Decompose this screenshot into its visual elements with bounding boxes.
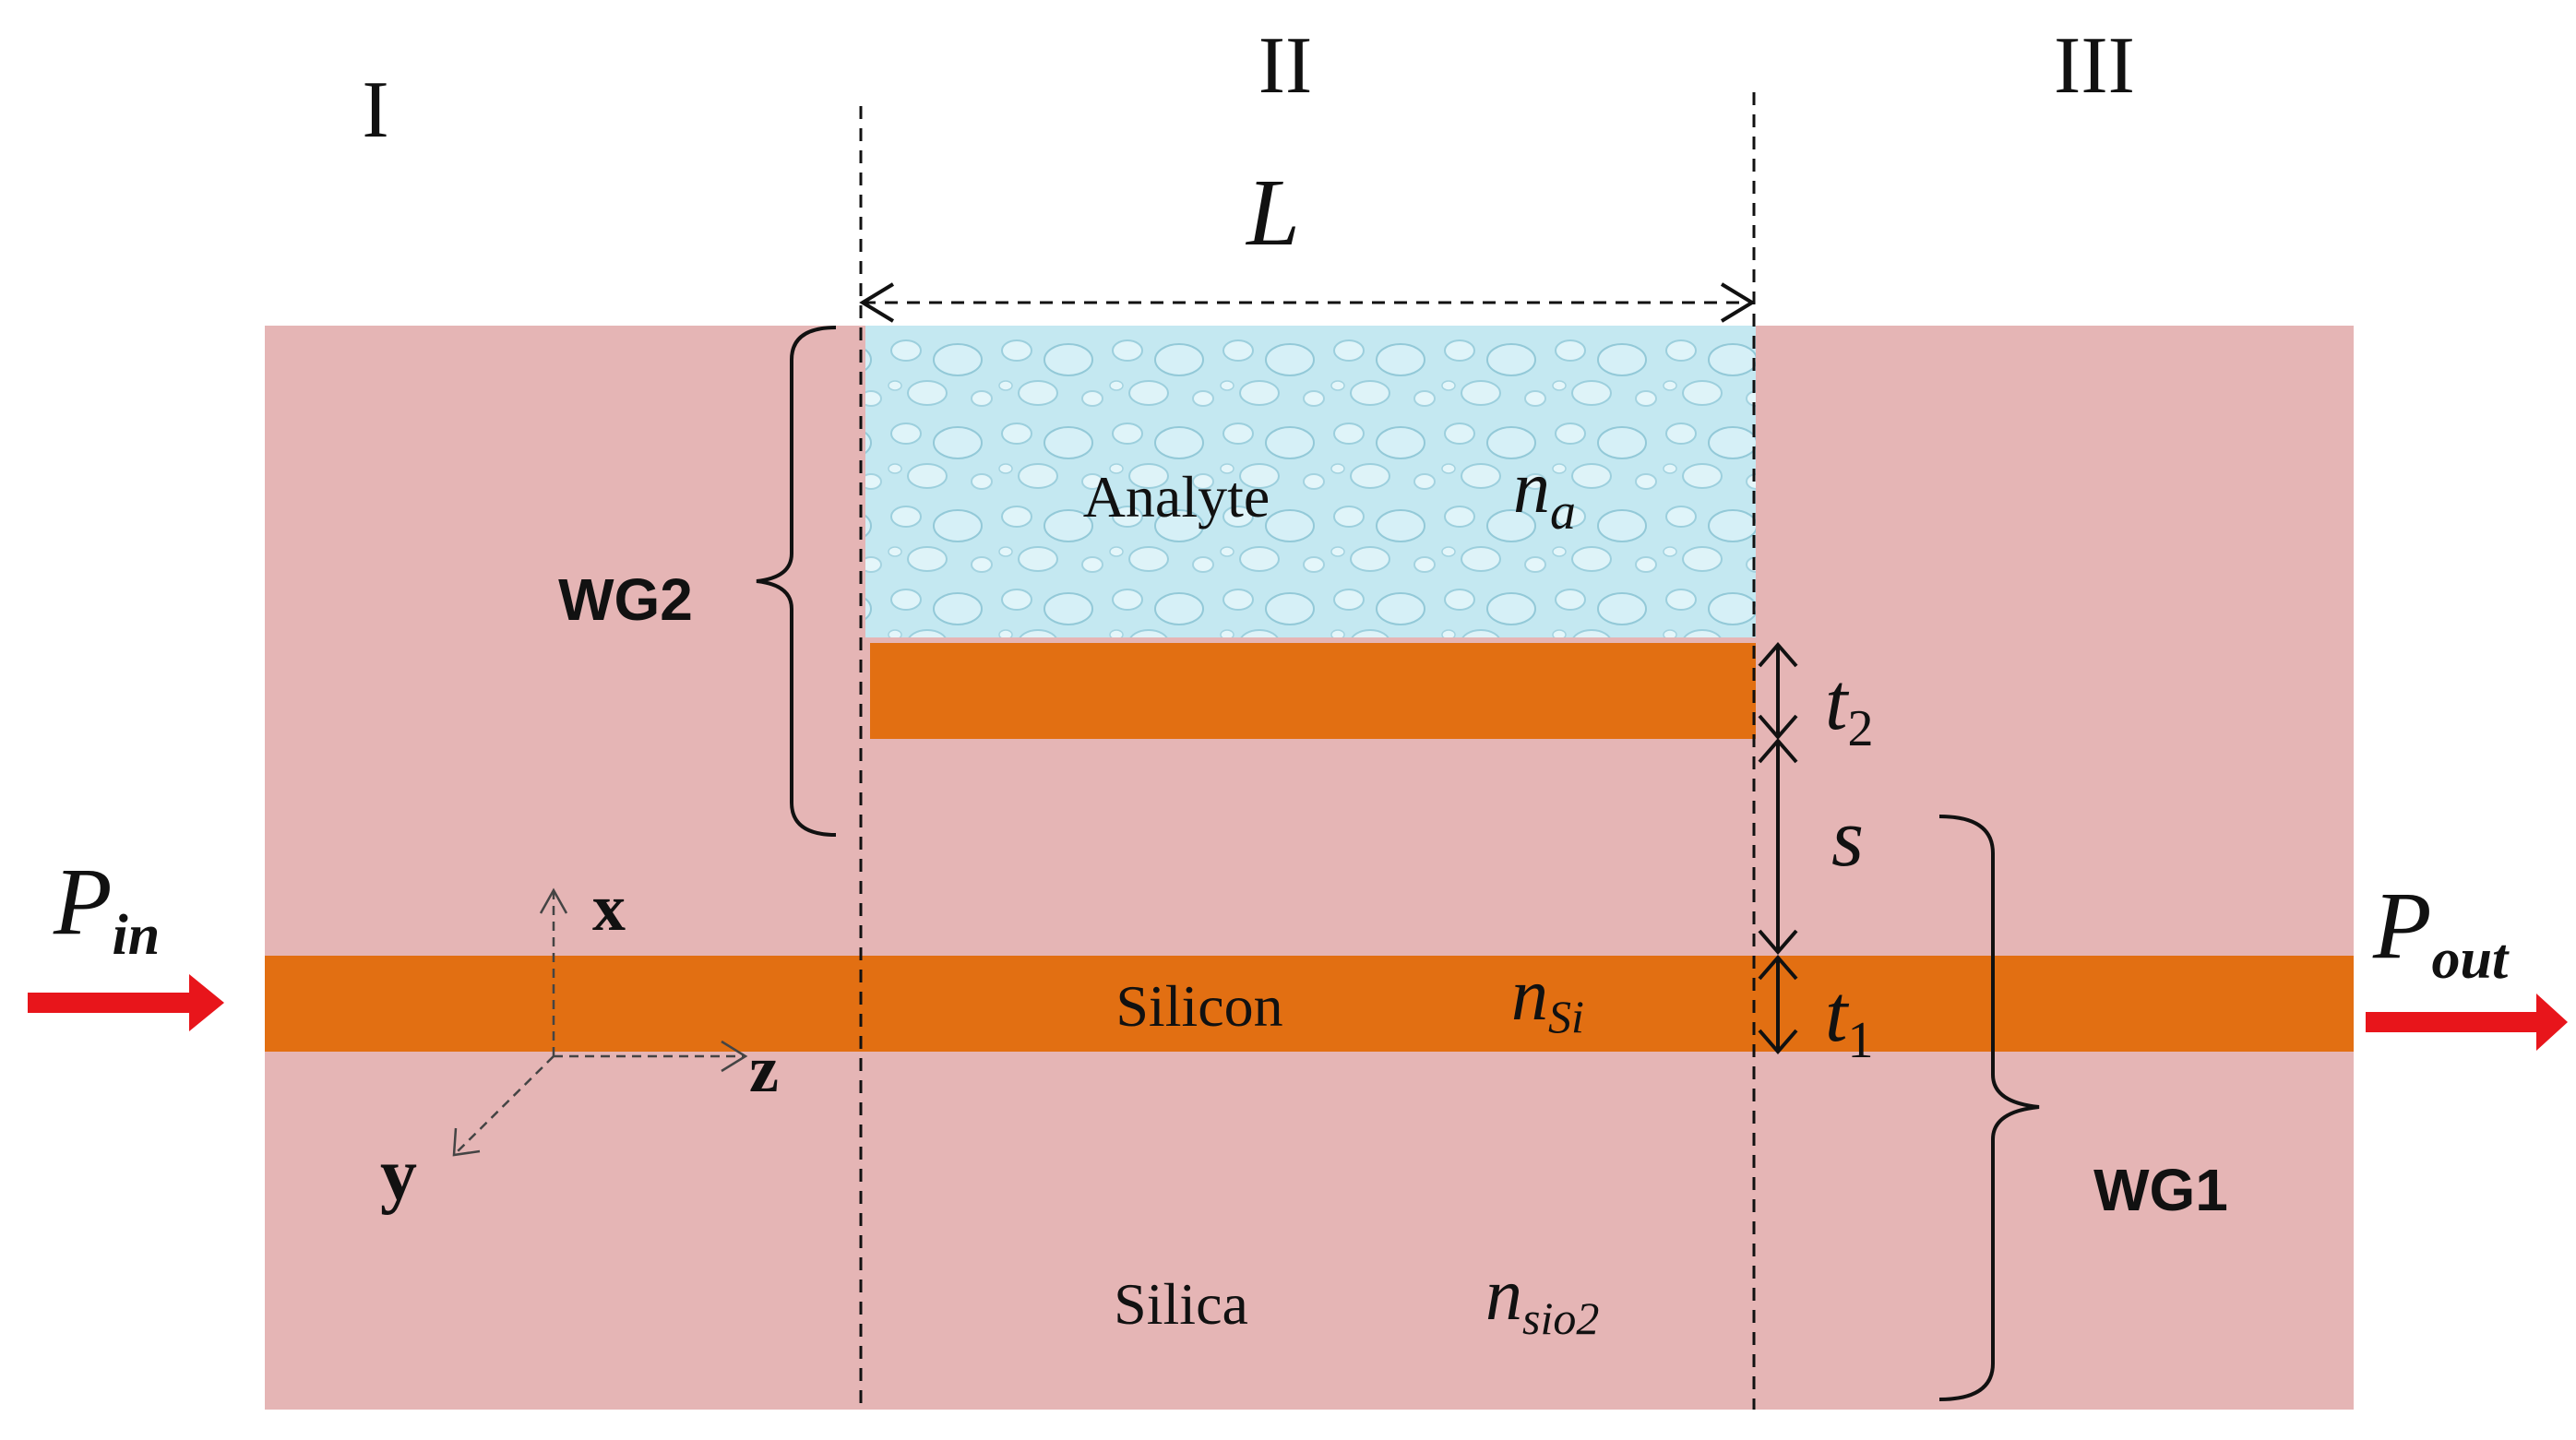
axis-y-label: y [380, 1135, 417, 1216]
analyte-index-label: na [1513, 447, 1576, 541]
y-axis-arrowhead [452, 1127, 481, 1157]
region-label-i: I [362, 65, 388, 155]
analyte-region [865, 326, 1756, 637]
t2-dimension-arrow [1758, 641, 1798, 741]
silicon-label: Silicon [1115, 973, 1282, 1039]
axis-z-label: z [749, 1032, 779, 1106]
gap-dimension-arrow [1758, 737, 1798, 956]
y-axis-line [453, 1055, 555, 1156]
t1-label: t1 [1825, 970, 1873, 1069]
wg1-label: WG1 [2093, 1157, 2228, 1223]
output-power-arrow [2366, 994, 2568, 1051]
input-power-label: Pin [53, 849, 160, 967]
length-arrowhead-left [859, 282, 895, 323]
silica-index-label: nsio2 [1485, 1255, 1599, 1344]
silica-label: Silica [1114, 1271, 1248, 1337]
input-power-arrow [28, 974, 224, 1031]
region-label-iii: III [2054, 21, 2135, 111]
analyte-label: Analyte [1083, 464, 1270, 530]
lower-silicon-layer [265, 956, 2354, 1052]
t1-dimension-arrow [1758, 954, 1798, 1055]
wg2-label: WG2 [558, 566, 693, 633]
length-label: L [1245, 160, 1300, 266]
coordinate-axes [453, 890, 745, 1156]
region-label-ii: II [1258, 21, 1313, 111]
gap-label: s [1831, 792, 1864, 884]
wg2-bracket [756, 326, 837, 837]
length-arrowhead-right [1720, 282, 1756, 323]
axis-x-label: x [592, 871, 626, 945]
silicon-index-label: nSi [1511, 955, 1584, 1042]
t2-label: t2 [1825, 658, 1873, 757]
upper-silicon-layer [870, 643, 1756, 739]
x-axis-arrowhead [539, 887, 568, 914]
wg1-bracket [1938, 815, 2040, 1401]
output-power-label: Pout [2372, 873, 2510, 991]
z-axis-arrowhead [721, 1040, 748, 1073]
